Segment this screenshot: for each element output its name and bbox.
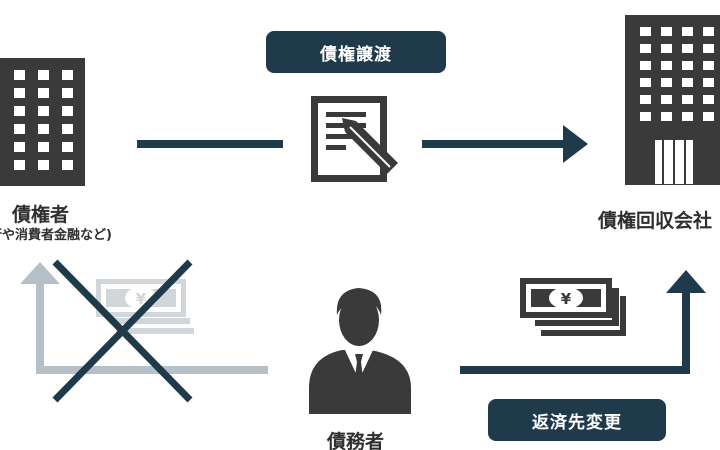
building-window — [38, 142, 49, 152]
building-window — [640, 44, 651, 53]
document-icon — [311, 96, 398, 182]
building-window — [14, 142, 25, 152]
debt-transfer-badge: 債権譲渡 — [266, 31, 446, 73]
building-window — [682, 112, 693, 121]
building-window — [38, 106, 49, 116]
building-window — [682, 95, 693, 104]
building-window — [38, 124, 49, 134]
debtor-label: 債務者 — [327, 431, 385, 450]
building-window — [14, 106, 25, 116]
building-window — [62, 106, 73, 116]
transfer-arrowhead — [563, 125, 588, 163]
building-window — [682, 61, 693, 70]
building-window — [661, 95, 672, 104]
old-money-symbol: ¥ — [136, 290, 147, 308]
building-window — [661, 61, 672, 70]
building-window — [703, 112, 714, 121]
building-window — [640, 61, 651, 70]
building-window — [703, 95, 714, 104]
creditor-note: (銀行や消費者金融など) — [0, 228, 112, 243]
building-window — [661, 78, 672, 87]
old-payment-path — [20, 262, 268, 374]
building-window — [38, 88, 49, 98]
businessman-icon — [309, 288, 411, 414]
building-window — [14, 124, 25, 134]
creditor-building-windows — [14, 70, 73, 170]
new-payment-path — [460, 270, 706, 374]
creditor-building-icon — [0, 58, 85, 186]
money-icon: ¥ — [520, 278, 626, 336]
building-window — [640, 27, 651, 36]
collection-building-icon — [625, 15, 720, 185]
building-window — [14, 70, 25, 80]
building-window — [62, 70, 73, 80]
building-window — [38, 70, 49, 80]
cross-icon — [52, 259, 193, 403]
building-window — [682, 44, 693, 53]
building-window — [703, 44, 714, 53]
building-window — [640, 78, 651, 87]
creditor-label: 債権者 — [12, 204, 70, 226]
building-window — [62, 160, 73, 170]
building-window — [661, 112, 672, 121]
collection-company-label: 債権回収会社 — [598, 210, 713, 232]
building-window — [661, 27, 672, 36]
pen-icon — [342, 118, 398, 174]
building-window — [640, 112, 651, 121]
building-window — [38, 160, 49, 170]
building-window — [661, 44, 672, 53]
building-window — [14, 160, 25, 170]
money-symbol: ¥ — [561, 290, 572, 308]
building-window — [703, 78, 714, 87]
collection-building-windows — [640, 27, 714, 121]
building-window — [703, 61, 714, 70]
payee-change-badge: 返済先変更 — [488, 399, 666, 441]
building-window — [62, 88, 73, 98]
building-window — [703, 27, 714, 36]
building-window — [682, 27, 693, 36]
building-window — [62, 124, 73, 134]
building-window — [62, 142, 73, 152]
building-window — [640, 95, 651, 104]
building-window — [14, 88, 25, 98]
building-window — [682, 78, 693, 87]
